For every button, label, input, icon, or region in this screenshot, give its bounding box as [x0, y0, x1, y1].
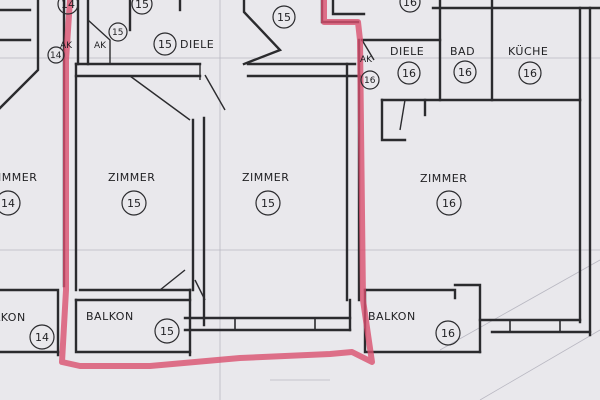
- apartment-highlight-outline: [59, 0, 375, 369]
- room-label-diele-16: DIELE: [390, 45, 424, 58]
- room-label-ak-14: AK: [60, 41, 73, 51]
- unit-number-16-top: 16: [403, 0, 417, 9]
- door-swings: [86, 19, 406, 301]
- unit-number-16-ak: 16: [364, 76, 376, 86]
- room-label-zimmer-16: ZIMMER: [420, 172, 467, 185]
- unit-number-16-diele: 16: [402, 67, 416, 80]
- room-label-balkon-16: BALKON: [368, 310, 416, 323]
- unit-number-16-kueche: 16: [523, 67, 537, 80]
- unit-number-15-balkon: 15: [160, 325, 174, 338]
- unit-number-badges: 14 15 15 16 14 15 15 16 16 16 16 14 15 1…: [0, 0, 542, 350]
- unit-number-16-zimmer: 16: [442, 197, 456, 210]
- room-label-zimmer-14: ZIMMER: [0, 171, 37, 184]
- unit-number-14-top: 14: [61, 0, 75, 11]
- unit-number-14-balkon: 14: [35, 331, 49, 344]
- unit-number-16-bad: 16: [458, 66, 472, 79]
- room-label-bad-16: BAD: [450, 45, 475, 58]
- unit-number-15-diele: 15: [158, 38, 172, 51]
- room-label-zimmer-15-left: ZIMMER: [108, 171, 155, 184]
- room-label-zimmer-15-right: ZIMMER: [242, 171, 289, 184]
- room-label-kueche-16: KÜCHE: [508, 45, 548, 58]
- unit-number-15-hall: 15: [277, 11, 291, 24]
- unit-number-14-zimmer: 14: [1, 197, 15, 210]
- unit-number-15-zimmer-left: 15: [127, 197, 141, 210]
- unit-number-15-top: 15: [135, 0, 149, 11]
- room-label-balkon-15: BALKON: [86, 310, 134, 323]
- room-label-ak-15: AK: [94, 41, 107, 51]
- room-labels: ZIMMER ZIMMER ZIMMER ZIMMER DIELE DIELE …: [0, 38, 548, 324]
- unit-number-15-zimmer-right: 15: [261, 197, 275, 210]
- unit-number-16-balkon: 16: [441, 327, 455, 340]
- room-label-ak-16: AK: [360, 55, 373, 65]
- unit-number-14-ak: 14: [50, 51, 62, 61]
- unit-number-15-ak: 15: [112, 28, 123, 38]
- room-label-balkon-14: BALKON: [0, 311, 26, 324]
- room-label-diele-15: DIELE: [180, 38, 214, 51]
